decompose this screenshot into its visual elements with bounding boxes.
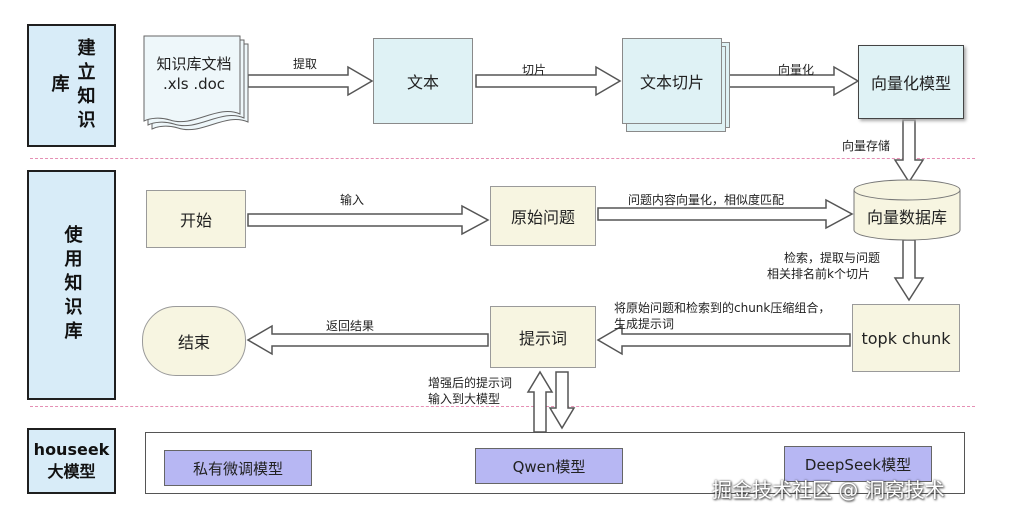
arrow-vector-store: [893, 119, 925, 184]
arrow-return-result: [246, 324, 489, 356]
edge-label-vector-store: 向量存储: [842, 139, 891, 153]
node-original-question-label: 原始问题: [510, 208, 575, 227]
arrow-input: [247, 204, 490, 236]
node-text-chunks: 文本切片: [622, 38, 722, 124]
node-qwen-model: Qwen模型: [475, 448, 623, 484]
node-end: 结束: [142, 306, 246, 376]
node-start-label: 开始: [179, 211, 212, 230]
node-text-chunks-label: 文本切片: [639, 73, 704, 92]
divider-build-use: [30, 158, 975, 159]
kb-document-shape: [143, 35, 249, 131]
lane-use-label: 使用知识库: [61, 225, 83, 345]
edge-label-vectorize: 向量化: [778, 63, 815, 77]
edge-label-enhanced-1: 增强后的提示词: [428, 376, 513, 390]
node-vector-db-label: 向量数据库: [866, 208, 947, 227]
node-deepseek-model-label: DeepSeek模型: [804, 455, 912, 474]
node-kb-document-ext: .xls .doc: [162, 75, 226, 93]
node-end-label: 结束: [177, 333, 210, 352]
lane-model-label-2: 大模型: [47, 462, 96, 481]
arrow-extract: [247, 65, 374, 97]
node-topk-chunk: topk chunk: [852, 304, 960, 372]
arrow-prompt-down: [548, 371, 576, 430]
edge-label-return-result: 返回结果: [326, 319, 375, 333]
node-private-model: 私有微调模型: [164, 450, 312, 486]
edge-label-slice: 切片: [522, 63, 547, 77]
node-prompt-label: 提示词: [518, 329, 567, 348]
arrow-combine: [596, 324, 851, 356]
arrow-vectorize: [725, 65, 860, 97]
lane-model-label-1: houseek: [33, 440, 110, 459]
node-start: 开始: [146, 190, 246, 248]
node-vector-model-label: 向量化模型: [870, 74, 951, 93]
edge-label-retrieve-2: 相关排名前k个切片: [767, 267, 870, 281]
node-qwen-model-label: Qwen模型: [512, 457, 586, 476]
watermark: 掘金技术社区 @ 洞窝技术: [712, 478, 945, 502]
node-kb-document: 知识库文档 .xls .doc: [146, 46, 242, 102]
arrow-slice: [475, 65, 622, 97]
node-vector-db: 向量数据库: [852, 196, 962, 236]
arrow-prompt-up: [526, 370, 554, 433]
node-text-label: 文本: [406, 73, 439, 92]
edge-label-extract: 提取: [293, 57, 318, 71]
lane-build-label: 建立知识库: [48, 37, 96, 134]
lane-model: houseek 大模型: [27, 428, 116, 494]
node-original-question: 原始问题: [490, 186, 596, 246]
edge-label-combine-1: 将原始问题和检索到的chunk压缩组合，: [614, 301, 831, 315]
node-prompt: 提示词: [490, 306, 596, 368]
edge-label-question-vectorize: 问题内容向量化，相似度匹配: [628, 193, 785, 207]
node-topk-chunk-label: topk chunk: [861, 328, 951, 348]
edge-label-combine-2: 生成提示词: [614, 317, 675, 331]
node-private-model-label: 私有微调模型: [192, 459, 283, 478]
node-kb-document-label: 知识库文档: [156, 55, 232, 73]
edge-label-retrieve-1: 检索，提取与问题: [784, 251, 881, 265]
node-deepseek-model: DeepSeek模型: [784, 446, 932, 482]
vector-db-cylinder: [853, 179, 961, 241]
edge-label-enhanced-2: 输入到大模型: [428, 392, 501, 406]
arrow-question-vectorize: [597, 198, 854, 230]
lane-use-knowledge-base: 使用知识库: [27, 170, 116, 400]
divider-use-model: [30, 406, 975, 407]
lane-build-knowledge-base: 建立知识库: [27, 24, 116, 147]
arrow-retrieve: [893, 239, 925, 302]
node-vector-model: 向量化模型: [858, 45, 964, 119]
node-text: 文本: [373, 38, 473, 124]
edge-label-input: 输入: [340, 193, 365, 207]
